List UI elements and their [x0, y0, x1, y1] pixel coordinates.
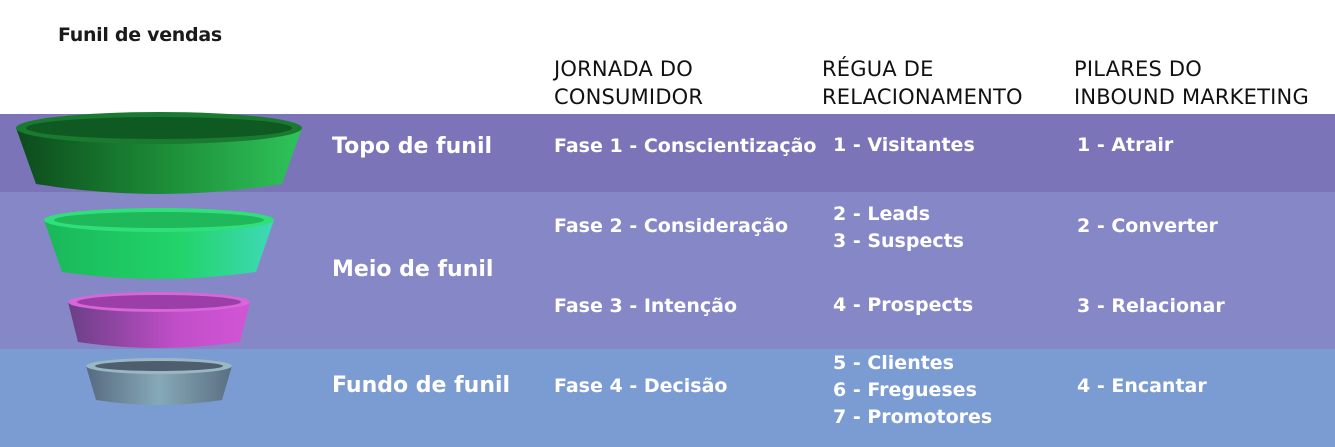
regua-item-3: 3 - Suspects [833, 230, 964, 252]
diagram-title: Funil de vendas [58, 24, 222, 46]
regua-group-2-3: 2 - Leads 3 - Suspects [833, 201, 964, 255]
column-header-line: INBOUND MARKETING [1074, 85, 1309, 109]
funnel-disc-meio-2 [68, 292, 250, 348]
jornada-fase-1: Fase 1 - Conscientização [554, 135, 817, 157]
column-header-regua: RÉGUA DE RELACIONAMENTO [822, 55, 1023, 111]
column-header-pilares: PILARES DO INBOUND MARKETING [1074, 55, 1309, 111]
column-header-line: RELACIONAMENTO [822, 85, 1023, 109]
funnel-disc-topo [16, 112, 302, 194]
funnel-illustration [16, 112, 302, 405]
pilar-1: 1 - Atrair [1077, 134, 1174, 156]
stage-meio: Meio de funil [332, 257, 494, 282]
regua-item-2: 2 - Leads [833, 203, 931, 225]
jornada-fase-3: Fase 3 - Intenção [554, 295, 738, 317]
regua-item-5: 5 - Clientes [833, 352, 954, 374]
regua-item-1: 1 - Visitantes [833, 134, 975, 156]
regua-item-4: 4 - Prospects [833, 294, 974, 316]
column-header-jornada: JORNADA DO CONSUMIDOR [554, 55, 703, 111]
column-header-line: PILARES DO [1074, 57, 1202, 81]
pilar-4: 4 - Encantar [1077, 375, 1207, 397]
column-header-line: RÉGUA DE [822, 57, 934, 81]
funnel-disc-meio-1 [44, 208, 274, 279]
stage-fundo: Fundo de funil [332, 373, 511, 398]
jornada-fase-4: Fase 4 - Decisão [554, 375, 728, 397]
regua-group-5-7: 5 - Clientes 6 - Fregueses 7 - Promotore… [833, 350, 992, 431]
column-header-line: JORNADA DO [554, 57, 693, 81]
pilar-2: 2 - Converter [1077, 215, 1218, 237]
regua-item-7: 7 - Promotores [833, 406, 993, 428]
regua-item-6: 6 - Fregueses [833, 379, 977, 401]
funnel-disc-fundo [86, 358, 232, 405]
stage-topo: Topo de funil [332, 134, 493, 159]
pilar-3: 3 - Relacionar [1077, 295, 1225, 317]
jornada-fase-2: Fase 2 - Consideração [554, 215, 788, 237]
column-header-line: CONSUMIDOR [554, 85, 704, 109]
